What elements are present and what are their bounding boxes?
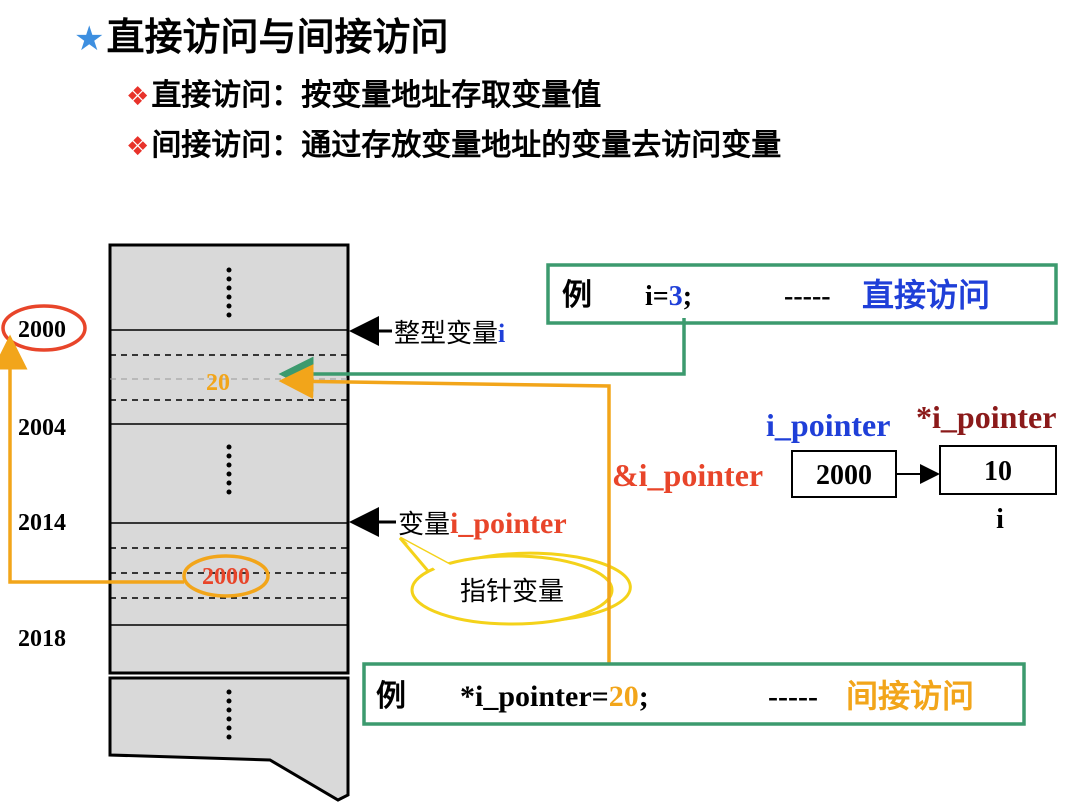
example-direct-box: [546, 263, 1058, 325]
example-direct-dashes: -----: [784, 281, 831, 312]
green-direct-arrow: [278, 318, 686, 392]
target-name-text: i: [996, 504, 1004, 535]
orange-indirect-arrow: [278, 363, 611, 672]
star-icon: ★: [74, 19, 105, 59]
address-2000: 2000: [18, 317, 66, 343]
cell-value-i: 20: [206, 370, 230, 396]
ref-expr-label: &i_pointer: [612, 457, 763, 493]
memory-column: [108, 243, 350, 675]
ptr-value-text: 2000: [816, 460, 872, 491]
ptr-name-label: i_pointer: [766, 407, 890, 443]
example-indirect-box: [362, 662, 1026, 726]
ptr-var-label: 变量i_pointer: [398, 507, 567, 540]
address-highlight-ellipse: [1, 304, 87, 352]
ellipsis-bottom: [226, 689, 232, 740]
address-2018: 2018: [18, 626, 66, 652]
bullet-direct: ❖直接访问：按变量地址存取变量值: [126, 78, 602, 113]
diamond-bullet-icon: ❖: [126, 82, 150, 112]
int-var-label: 整型变量i: [394, 319, 505, 349]
target-value-text: 10: [984, 456, 1012, 487]
example-indirect-tag: 例: [376, 679, 406, 714]
example-direct-label: 直接访问: [862, 276, 990, 314]
example-indirect-code: *i_pointer=20;: [460, 680, 649, 713]
ellipsis-top: [226, 267, 232, 318]
bullet-indirect: ❖间接访问：通过存放变量地址的变量去访问变量: [126, 128, 782, 163]
pointer-callout-text: 指针变量: [460, 577, 564, 607]
address-2014: 2014: [18, 510, 66, 536]
address-2004: 2004: [18, 415, 66, 441]
cell-highlight-ellipse: [182, 554, 270, 598]
ptr-value-box: [791, 450, 897, 498]
page-title: ★直接访问与间接访问: [74, 15, 449, 59]
deref-name-label: *i_pointer: [916, 399, 1056, 435]
cell-value-i-pointer: 2000: [202, 564, 250, 590]
orange-address-arrow: [0, 334, 184, 584]
example-indirect-dashes: -----: [768, 680, 818, 713]
example-indirect-label: 间接访问: [846, 677, 974, 715]
example-direct-tag: 例: [562, 278, 592, 313]
diamond-bullet-icon: ❖: [126, 132, 150, 162]
target-value-box: [939, 445, 1057, 495]
example-direct-code: i=3;: [645, 281, 692, 312]
ellipsis-middle: [226, 444, 232, 495]
